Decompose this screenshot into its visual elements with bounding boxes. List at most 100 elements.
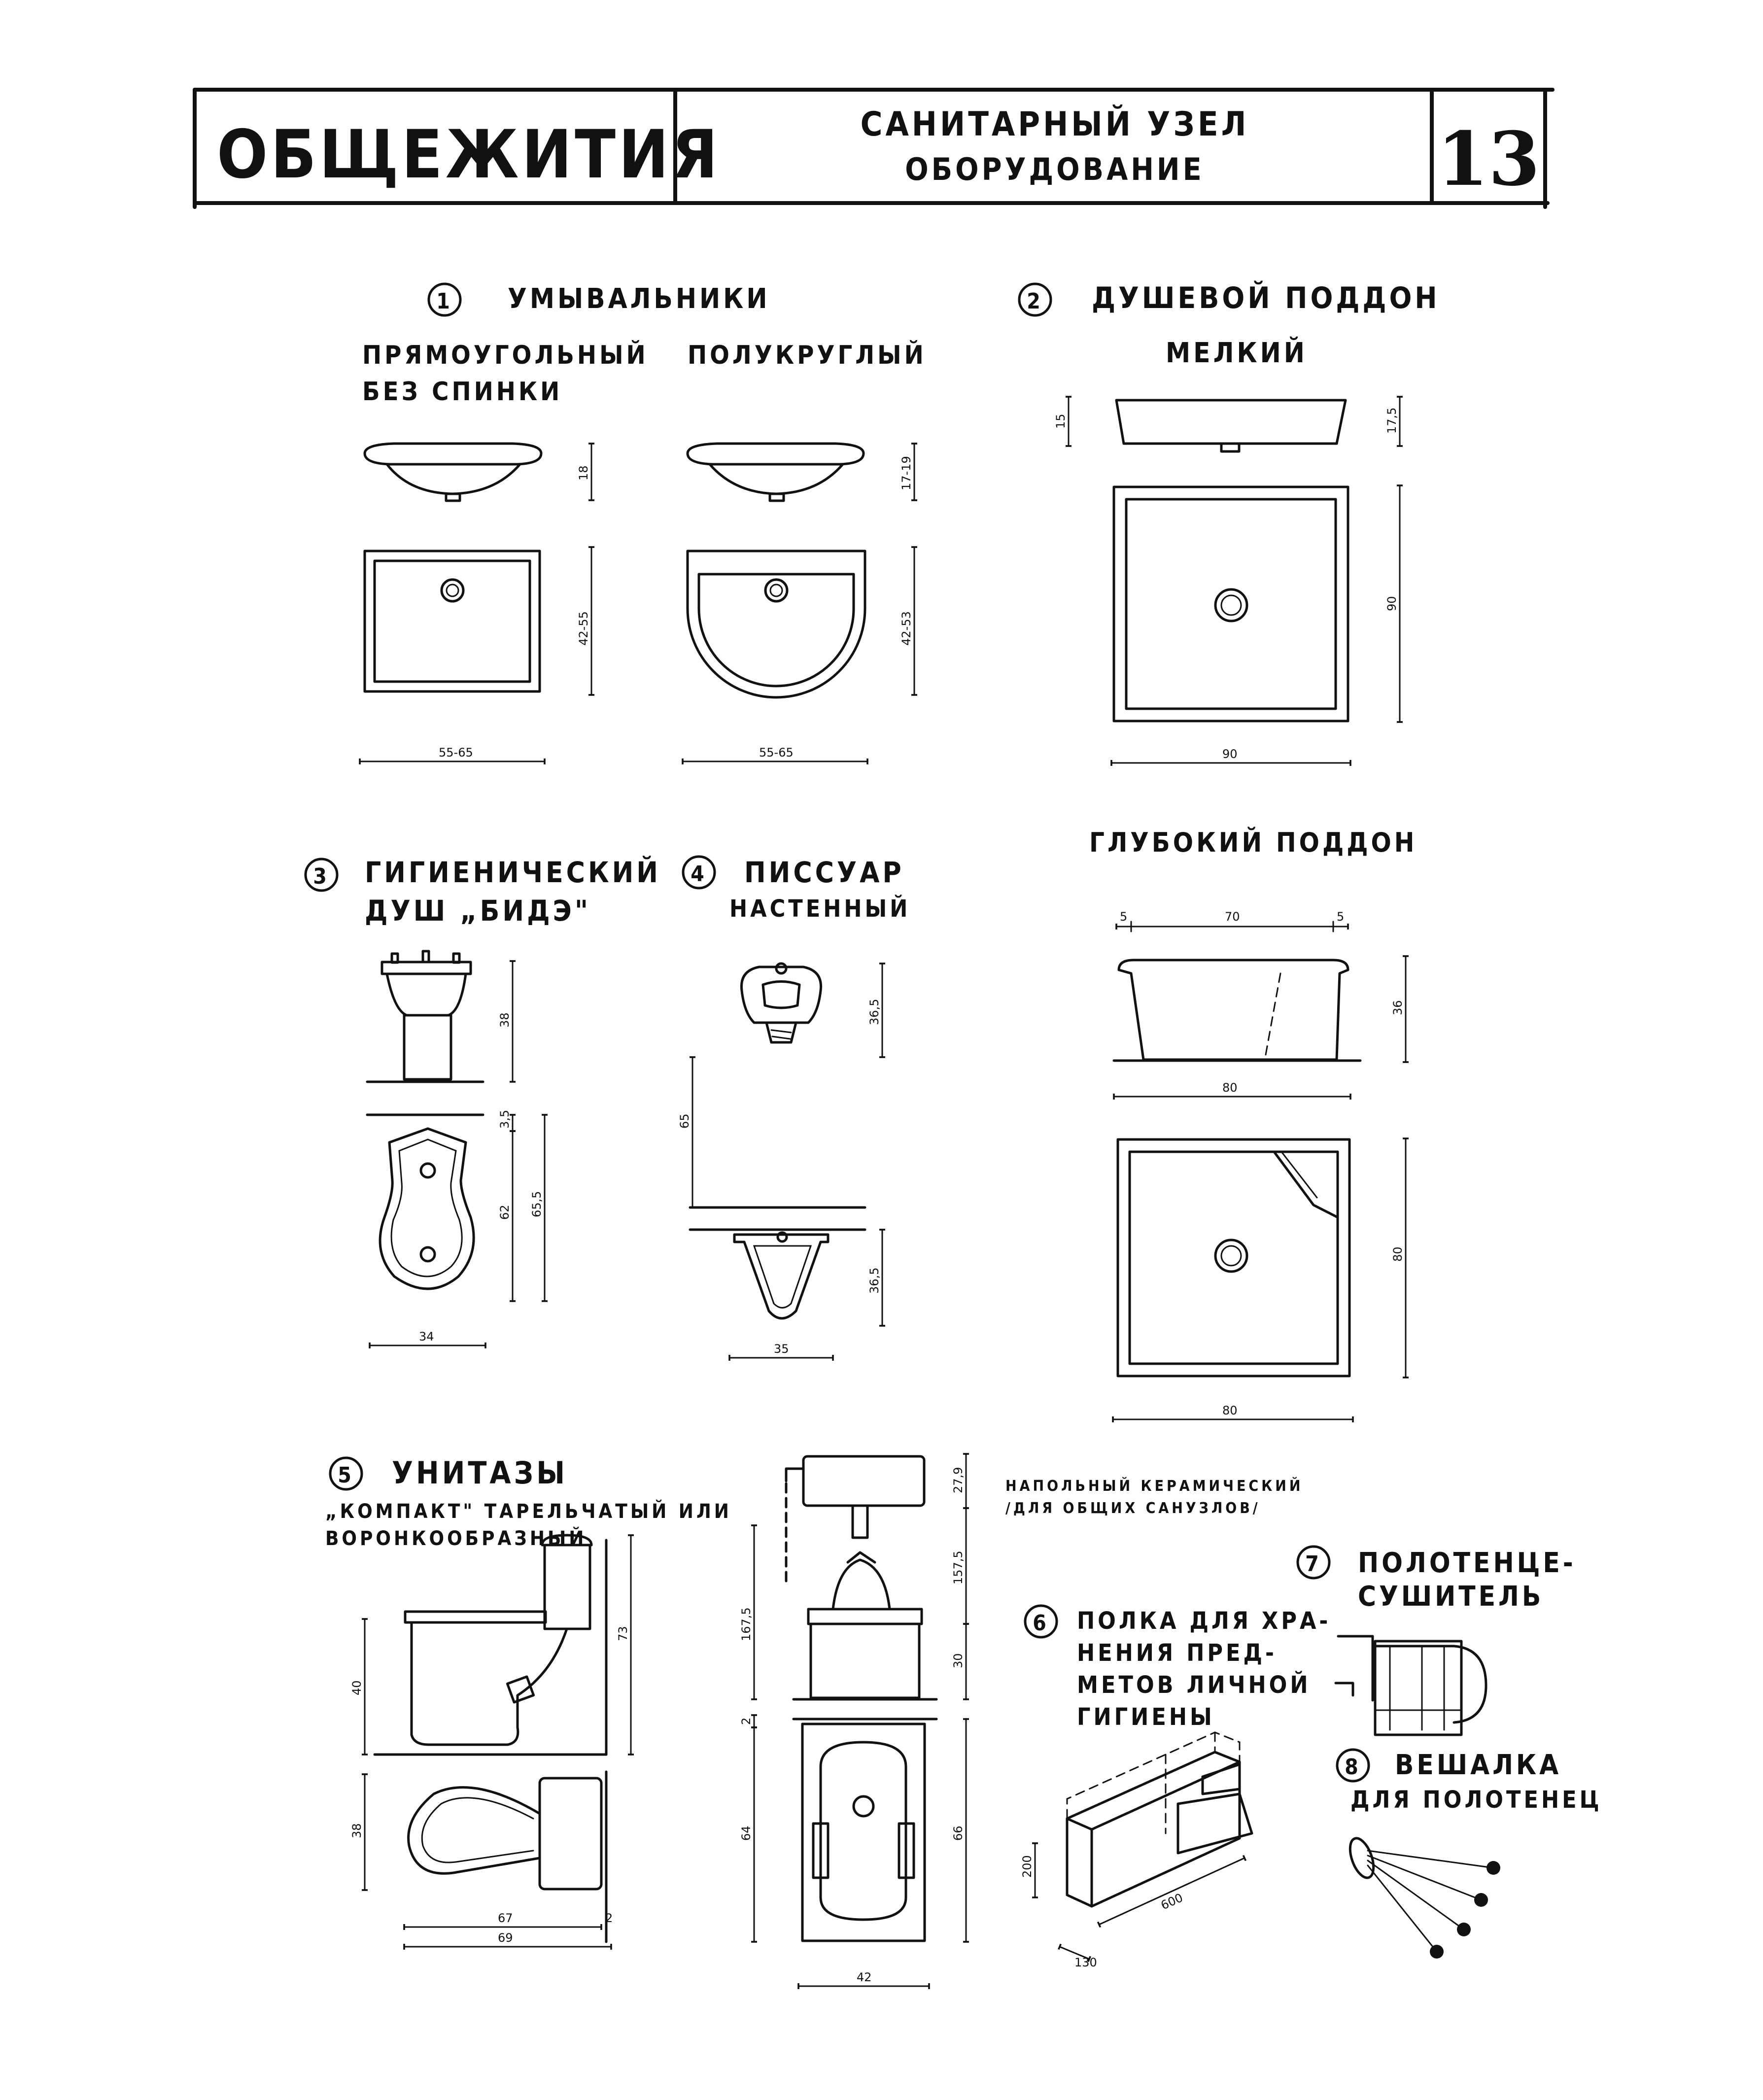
s6-line2: НЕНИЯ ПРЕД- [1077, 1639, 1277, 1667]
s8-line2: ДЛЯ ПОЛОТЕНЕЦ [1350, 1786, 1602, 1814]
s3-number: 3 [313, 864, 330, 889]
s3-total-dim: 65,5 [530, 1191, 544, 1217]
shallow-tray-elevation: 15 17,5 [1054, 396, 1403, 453]
title-block: ОБЩЕЖИТИЯ САНИТАРНЫЙ УЗЕЛ ОБОРУДОВАНИЕ 1… [193, 88, 1555, 209]
s1-rect-label-1: ПРЯМОУГОЛЬНЫЙ [362, 340, 649, 370]
s5-note-1: НАПОЛЬНЫЙ КЕРАМИЧЕСКИЙ [1005, 1477, 1303, 1495]
s4-w-dim: 35 [774, 1342, 789, 1356]
s2-dp-depth-dim: 80 [1391, 1246, 1405, 1262]
shelf-drawing: 200 600 130 [1020, 1731, 1253, 1969]
section-towel-dryer: 7 ПОЛОТЕНЦЕ- СУШИТЕЛЬ [1296, 1545, 1576, 1736]
compact-toilet-plan: 38 67 2 69 [350, 1770, 613, 1950]
s1-semi-h-dim: 17-19 [899, 456, 913, 490]
s3-h-dim: 38 [498, 1012, 512, 1028]
s1-semi-label: ПОЛУКРУГЛЫЙ [688, 340, 927, 370]
s2-dp-h-dim: 36 [1391, 1000, 1405, 1015]
bidet-elevation: 38 [366, 950, 516, 1083]
s6-line3: МЕТОВ ЛИЧНОЙ [1077, 1671, 1311, 1699]
section-bidet: 3 ГИГИЕНИЧЕСКИЙ ДУШ „БИДЭ" 38 3,5 62 [304, 855, 661, 1348]
urinal-elevation: 36,5 65 [678, 962, 885, 1209]
s3-title-1: ГИГИЕНИЧЕСКИЙ [365, 855, 661, 889]
s5-f-tank-dim: 27,9 [951, 1467, 965, 1493]
s1-number: 1 [436, 289, 453, 314]
sheet-title-line2: ОБОРУДОВАНИЕ [905, 151, 1204, 187]
s4-mount-dim: 65 [678, 1113, 691, 1129]
s2-number: 2 [1027, 289, 1043, 314]
section-urinal: 4 ПИССУАР НАСТЕННЫЙ 36,5 65 36,5 35 [678, 855, 910, 1361]
s5-line2: ВОРОНКООБРАЗНЫЙ [325, 1526, 587, 1550]
section-washbasins: 1 УМЫВАЛЬНИКИ ПРЯМОУГОЛЬНЫЙ БЕЗ СПИНКИ П… [359, 282, 927, 764]
s6-line1: ПОЛКА ДЛЯ ХРА- [1077, 1607, 1331, 1635]
s2-title: ДУШЕВОЙ ПОДДОН [1092, 280, 1440, 315]
s4-h-upper-dim: 36,5 [867, 999, 881, 1025]
s6-len-dim: 600 [1159, 1891, 1185, 1912]
semi-basin-plan: 42-53 55-65 [682, 546, 917, 764]
s4-title: ПИССУАР [744, 856, 904, 889]
s2-shallow-label: МЕЛКИЙ [1166, 337, 1308, 369]
s3-inner-dim: 62 [498, 1205, 512, 1220]
section-shelf: 6 ПОЛКА ДЛЯ ХРА- НЕНИЯ ПРЕД- МЕТОВ ЛИЧНО… [1020, 1604, 1331, 1969]
s2-sh-w-dim: 90 [1222, 747, 1238, 761]
s5-f-small-dim: 2 [739, 1718, 753, 1725]
s5-number: 5 [338, 1463, 354, 1488]
towel-dryer-drawing [1334, 1635, 1487, 1736]
s3-title-2: ДУШ „БИДЭ" [365, 894, 591, 928]
s1-semi-w-dim: 55-65 [759, 746, 794, 759]
s5-title: УНИТАЗЫ [392, 1455, 568, 1491]
s2-sh-depth-dim: 90 [1385, 596, 1399, 611]
sheet-number: 13 [1437, 116, 1540, 203]
s5-line1: „КОМПАКТ" ТАРЕЛЬЧАТЫЙ ИЛИ [325, 1499, 732, 1523]
s4-h-lower-dim: 36,5 [867, 1268, 881, 1294]
s6-number: 6 [1033, 1611, 1049, 1636]
s5-len2-dim: 69 [498, 1931, 513, 1945]
s5-f-total-dim: 167,5 [739, 1607, 753, 1641]
series-title: ОБЩЕЖИТИЯ [217, 116, 721, 193]
s2-deep-label: ГЛУБОКИЙ ПОДДОН [1089, 827, 1417, 858]
floor-toilet-plan: 2 64 66 42 [739, 1714, 969, 1989]
s4-subtitle: НАСТЕННЫЙ [729, 895, 910, 923]
s6-h-dim: 200 [1020, 1855, 1034, 1878]
s4-number: 4 [691, 861, 707, 887]
s7-line1: ПОЛОТЕНЦЕ- [1358, 1547, 1576, 1579]
section-shower-tray: 2 ДУШЕВОЙ ПОДДОН МЕЛКИЙ 15 17,5 90 90 ГЛ… [1018, 280, 1440, 1422]
semi-basin-elevation: 17-19 [686, 442, 917, 502]
s1-rect-w-dim: 55-65 [439, 746, 473, 759]
s2-dp-c-dim: 5 [1337, 910, 1344, 924]
s2-dp-w-side-dim: 80 [1222, 1081, 1238, 1095]
deep-tray-elevation: 5 70 5 36 80 [1112, 910, 1409, 1100]
section-toilets: 5 УНИТАЗЫ „КОМПАКТ" ТАРЕЛЬЧАТЫЙ ИЛИ ВОРО… [325, 1453, 1303, 1989]
s8-number: 8 [1345, 1755, 1361, 1780]
s5-f-w-dim: 42 [857, 1970, 872, 1984]
s7-number: 7 [1305, 1551, 1322, 1577]
s5-note-2: /ДЛЯ ОБЩИХ САНУЗЛОВ/ [1005, 1500, 1261, 1517]
s5-f-pipe-dim: 157,5 [951, 1550, 965, 1584]
s1-rect-h-dim: 18 [577, 465, 590, 481]
s1-rect-label-2: БЕЗ СПИНКИ [362, 377, 562, 407]
s3-top-dim: 3,5 [498, 1110, 512, 1129]
s7-line2: СУШИТЕЛЬ [1358, 1581, 1544, 1613]
towel-hanger-drawing [1348, 1837, 1500, 1959]
s5-total-h-dim: 73 [616, 1626, 630, 1641]
s5-f-plan-b-dim: 66 [951, 1825, 965, 1841]
s6-d-dim: 130 [1074, 1956, 1097, 1969]
bidet-plan: 3,5 62 65,5 34 [366, 1110, 548, 1348]
s2-dp-a-dim: 5 [1120, 910, 1127, 924]
s5-gap-dim: 2 [605, 1911, 613, 1925]
s1-title: УМЫВАЛЬНИКИ [508, 283, 770, 315]
section-towel-hanger: 8 ВЕШАЛКА ДЛЯ ПОЛОТЕНЕЦ [1336, 1748, 1602, 1959]
compact-toilet-elevation: 40 73 [350, 1534, 634, 1756]
floor-toilet-elevation: 27,9 157,5 30 167,5 [739, 1453, 969, 1701]
s8-line1: ВЕШАЛКА [1395, 1749, 1561, 1781]
s6-line4: ГИГИЕНЫ [1077, 1703, 1215, 1731]
sheet-title-line1: САНИТАРНЫЙ УЗЕЛ [861, 104, 1249, 144]
s2-dp-w-plan-dim: 80 [1222, 1404, 1238, 1417]
s2-sh-h-left-dim: 15 [1054, 413, 1068, 429]
s5-seat-h-dim: 40 [350, 1680, 364, 1695]
s5-plan-d-dim: 38 [350, 1823, 364, 1838]
s2-sh-h-right-dim: 17,5 [1385, 408, 1399, 434]
s5-f-plan-a-dim: 64 [739, 1825, 753, 1841]
s3-w-dim: 34 [419, 1330, 434, 1343]
urinal-plan: 36,5 35 [689, 1228, 885, 1361]
deep-tray-plan: 80 80 [1112, 1137, 1409, 1422]
